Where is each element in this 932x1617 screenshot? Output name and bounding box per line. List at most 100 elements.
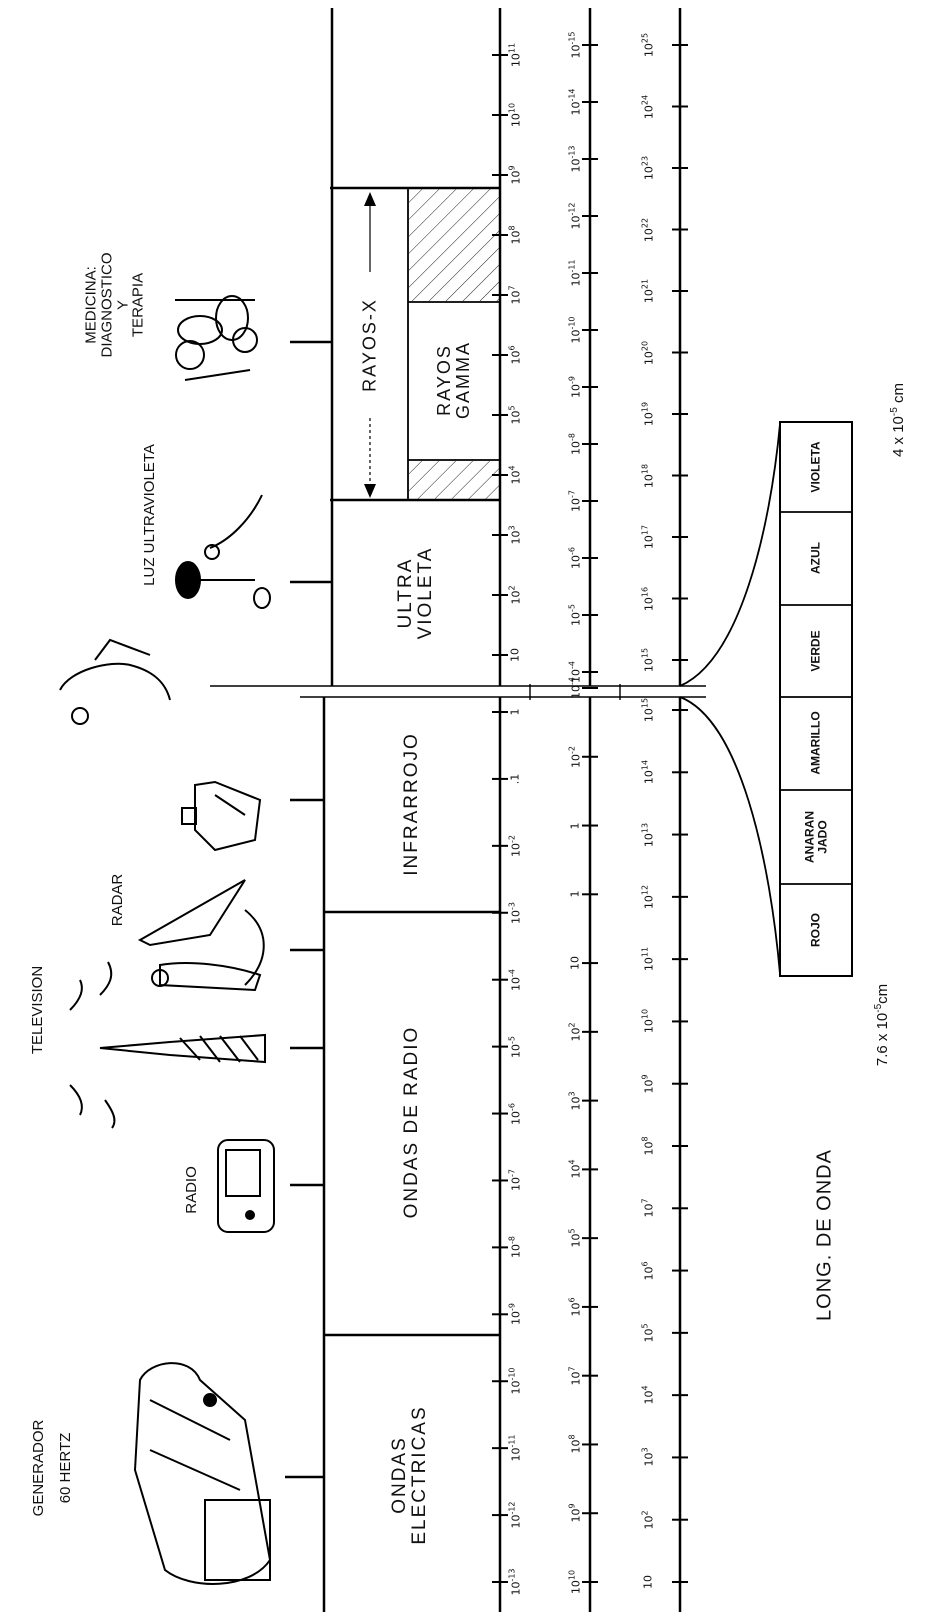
scale-tick-label: 10-6 <box>567 547 583 569</box>
scale-tick-label: 1020 <box>640 340 656 365</box>
scale-tick-label: 103 <box>507 525 523 545</box>
scale-tick-label: 1013 <box>640 822 656 847</box>
scale-tick-label: 10-11 <box>507 1434 523 1462</box>
scale-tick-label: 1012 <box>640 884 656 909</box>
uv-lamp-illustration <box>175 494 271 609</box>
scale-tick-label: 10-14 <box>567 88 583 116</box>
color-rojo: ROJO <box>808 912 823 948</box>
tv-tower-illustration <box>69 961 266 1129</box>
scale-tick-label: 1021 <box>640 278 656 304</box>
scale-tick-label: 109 <box>567 1503 583 1523</box>
scale-tick-label: 1014 <box>640 760 656 785</box>
scale-tick-label: 1 <box>508 708 522 716</box>
scale-tick-label: 10-11 <box>567 259 583 287</box>
scale-tick-label: 1015 <box>640 647 656 673</box>
scale-tick-label: 1022 <box>640 217 656 242</box>
scale-tick-label: 10-10 <box>507 1367 523 1395</box>
scale-tick-label: 1011 <box>640 947 656 972</box>
band-rayos-gamma: RAYOS GAMMA <box>434 340 473 420</box>
scale-tick-label: 1019 <box>640 401 656 427</box>
medicine-illustration <box>175 295 258 381</box>
scale-tick-label: 1 <box>568 890 582 898</box>
scale-tick-label: 106 <box>567 1297 583 1317</box>
scale-tick-label: 108 <box>507 225 523 245</box>
scale-tick-label: 10-2 <box>507 834 523 857</box>
scale-tick-label: 106 <box>640 1261 656 1281</box>
scale-tick-label: 1017 <box>640 524 656 550</box>
scale-tick-label: 10-12 <box>567 202 583 230</box>
scale-tick-label: 1015 <box>640 697 656 723</box>
scale-tick-label: 10-2 <box>567 745 583 768</box>
scale-tick-label: 10-4 <box>567 677 583 699</box>
color-verde: VERDE <box>808 630 823 672</box>
scale-tick-label: 10-6 <box>507 1102 523 1125</box>
scale-tick-label: 10-13 <box>507 1568 523 1596</box>
scale-tick-label: 1 <box>568 822 582 830</box>
scale-tick-label: 10-9 <box>507 1303 523 1326</box>
scale-tick-label: 1024 <box>640 94 656 119</box>
color-anaranjado: ANARAN JADO <box>802 811 829 863</box>
scale-tick-label: .1 <box>508 773 522 785</box>
scale-tick-label: 109 <box>507 165 523 185</box>
hatched-overlap-top <box>409 189 499 301</box>
band-ondas-electricas: ONDAS ELECTRICAS <box>389 1405 430 1545</box>
color-violeta: VIOLETA <box>808 441 823 493</box>
scale-tick-label: 10 <box>641 1575 655 1589</box>
scale-tick-label: 102 <box>507 585 523 605</box>
scale-tick-label: 106 <box>507 345 523 365</box>
infrared-illustration <box>181 780 262 852</box>
scale-tick-label: 102 <box>567 1022 583 1042</box>
scale-tick-label: 1025 <box>640 32 656 58</box>
scale-tick-label: 10-7 <box>567 490 583 512</box>
scale-tick-label: 10-10 <box>567 316 583 344</box>
scale-tick-label: 1010 <box>640 1009 656 1034</box>
scale-tick-label: 105 <box>567 1228 583 1248</box>
scale-tick-label: 1010 <box>567 1569 583 1595</box>
band-ondas-de-radio: ONDAS DE RADIO <box>401 1025 423 1219</box>
hatched-overlap-bottom <box>409 461 499 499</box>
scale-tick-label: 1023 <box>640 155 656 181</box>
scale-tick-label: 10-3 <box>507 901 523 924</box>
radar-illustration <box>137 879 265 992</box>
scale-tick-label: 105 <box>640 1323 656 1343</box>
scale-tick-label: 10-8 <box>567 433 583 455</box>
wavelength-red-label: 7.6 x 10-5cm <box>873 983 891 1067</box>
app-radar: RADAR <box>109 873 127 927</box>
scale-tick-label: 10-15 <box>567 31 583 59</box>
axis-label-longitud-de-onda: LONG. DE ONDA <box>813 1149 836 1321</box>
app-generador: GENERADOR 60 HERTZ <box>30 1419 74 1517</box>
scale-tick-label: 10-9 <box>567 376 583 398</box>
scale-tick-label: 103 <box>640 1447 656 1467</box>
color-amarillo: AMARILLO <box>808 711 823 775</box>
scale-tick-label: 108 <box>567 1434 583 1454</box>
scale-tick-label: 10 <box>568 956 582 971</box>
scale-tick-label: 109 <box>640 1074 656 1094</box>
wavelength-violet-label: 4 x 10-5 cm <box>889 383 907 457</box>
app-television: TELEVISION <box>29 965 47 1055</box>
scale-tick-label: 104 <box>640 1385 656 1405</box>
scale-tick-label: 10-13 <box>567 145 583 173</box>
sunbather-illustration <box>59 638 171 725</box>
scale-tick-label: 10 <box>508 648 522 662</box>
scale-tick-label: 1018 <box>640 463 656 488</box>
scale-tick-label: 103 <box>567 1091 583 1111</box>
scale-tick-label: 1016 <box>640 586 656 611</box>
generator-illustration <box>133 1362 272 1585</box>
scale-tick-label: 10-7 <box>507 1169 523 1192</box>
scale-tick-label: 10-5 <box>567 604 583 626</box>
scale-tick-label: 1011 <box>507 42 523 68</box>
scale-tick-label: 10-12 <box>507 1501 523 1529</box>
band-ultravioleta: ULTRA VIOLETA <box>395 546 436 640</box>
app-medicina: MEDICINA: DIAGNOSTICO Y TERAPIA <box>82 252 147 358</box>
band-rayos-x: RAYOS-X <box>359 298 380 392</box>
band-infrarrojo: INFRARROJO <box>401 732 423 876</box>
scale-tick-label: 104 <box>507 465 523 485</box>
app-luz-ultravioleta: LUZ ULTRAVIOLETA <box>141 444 159 586</box>
scale-tick-label: 107 <box>507 285 523 305</box>
scale-tick-label: 1010 <box>507 102 523 128</box>
scale-tick-label: 102 <box>640 1510 656 1530</box>
radio-illustration <box>217 1139 275 1233</box>
scale-tick-label: 108 <box>640 1136 656 1156</box>
scale-tick-label: 105 <box>507 405 523 425</box>
